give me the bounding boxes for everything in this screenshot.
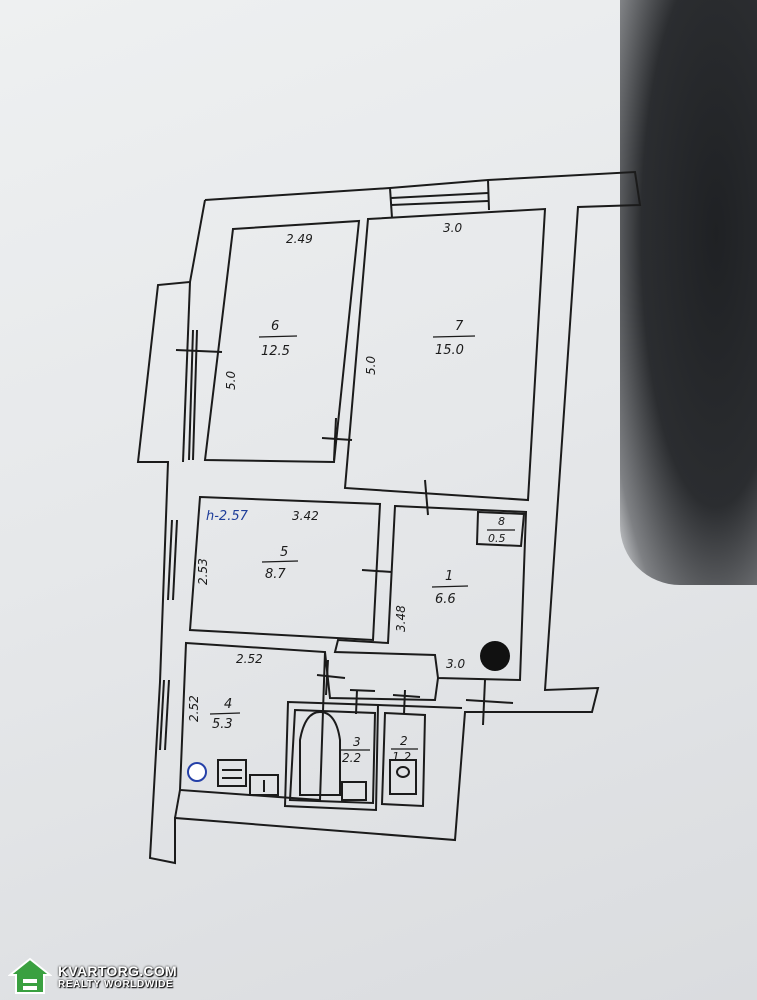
- room-5-number: 5: [280, 545, 288, 560]
- corridor-bottom: [377, 704, 463, 709]
- room-2-area: 1.2: [392, 750, 411, 764]
- room-4-area: 5.3: [212, 717, 233, 732]
- room-1-walls: [333, 504, 528, 682]
- room-8-area: 0.5: [488, 532, 506, 545]
- room-4-length: 2.52: [187, 695, 201, 722]
- watermark-title: KVARTORG.COM: [58, 962, 177, 979]
- room-6-number: 6: [271, 319, 279, 334]
- watermark-subtitle: REALTY WORLDWIDE: [58, 978, 174, 990]
- room-4-width: 2.52: [236, 652, 263, 666]
- room-5-width: 3.42: [292, 509, 319, 523]
- bathtub: [299, 710, 341, 796]
- kvartorg-watermark: KVARTORG.COM REALTY WORLDWIDE: [8, 957, 177, 995]
- bath-sink: [341, 781, 367, 801]
- room-6-width: 2.49: [286, 232, 313, 246]
- room-5-area: 8.7: [265, 567, 286, 582]
- room-4-number: 4: [224, 697, 232, 712]
- room-3-walls: [288, 708, 377, 805]
- room-1-number: 1: [445, 569, 453, 584]
- room-7-walls: [343, 207, 547, 502]
- room-3-area: 2.2: [342, 751, 361, 765]
- house-logo-icon: [8, 957, 52, 994]
- room-1-length: 3.48: [394, 605, 408, 632]
- ceiling-height-note: h-2.57: [206, 509, 249, 524]
- room-5-length: 2.53: [196, 558, 210, 585]
- toilet: [389, 759, 417, 795]
- room-3-number: 3: [353, 735, 361, 749]
- room-6-length: 5.0: [224, 371, 238, 390]
- room-7-number: 7: [455, 319, 464, 334]
- room-6-area: 12.5: [261, 344, 290, 359]
- room-1-width: 3.0: [446, 657, 465, 671]
- stove: [217, 759, 247, 787]
- room-2-walls: [380, 711, 427, 808]
- outer-walls: [136, 170, 642, 865]
- room-4-walls: [178, 641, 327, 802]
- top-window: [389, 179, 490, 219]
- redaction-dot: [480, 641, 510, 671]
- room-7-area: 15.0: [435, 343, 464, 358]
- phone-shadow: [620, 0, 757, 585]
- room-2-number: 2: [400, 734, 408, 748]
- room-5-walls: [188, 495, 382, 642]
- door-ticks: [159, 329, 514, 751]
- corridor-walls: [324, 651, 439, 702]
- room-7-width: 3.0: [443, 221, 462, 235]
- room-7-length: 5.0: [364, 356, 378, 375]
- kitchen-sink: [249, 774, 279, 796]
- gas-meter-icon: [187, 762, 207, 782]
- room-8-number: 8: [498, 515, 505, 528]
- room-8-walls: [475, 510, 526, 548]
- room-1-area: 6.6: [435, 592, 456, 607]
- room-6-walls: [203, 219, 361, 464]
- room-3-outer: [283, 700, 380, 812]
